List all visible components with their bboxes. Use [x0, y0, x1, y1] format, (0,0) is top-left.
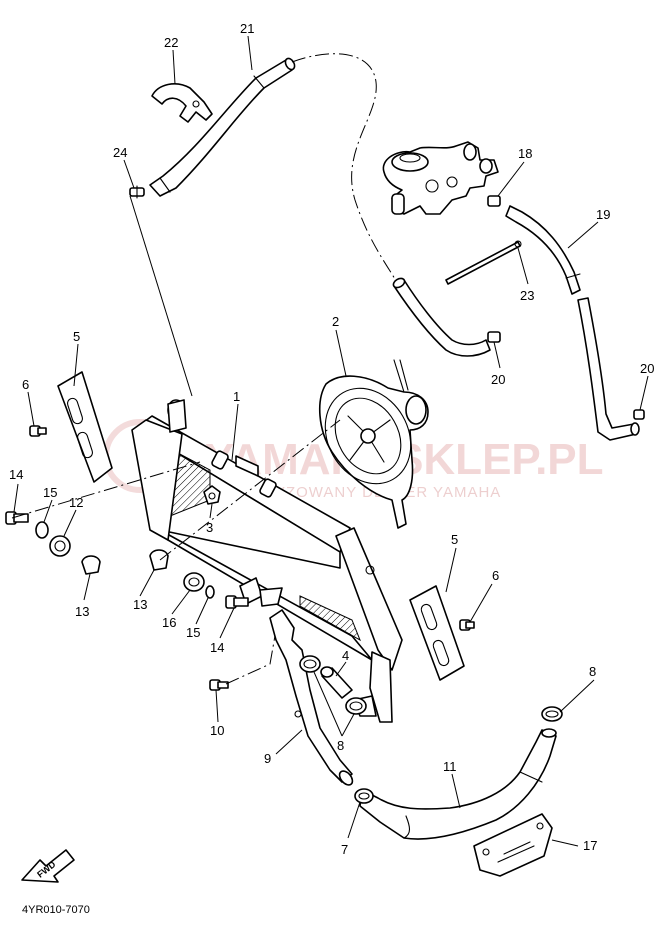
callouts: 22 21 24 18 19 23 2 20 20 5 6 1 14 15 12… — [9, 21, 654, 857]
washer-15-bottom — [205, 585, 215, 599]
callout-21: 21 — [240, 21, 254, 36]
callout-3: 3 — [206, 520, 213, 535]
callout-4: 4 — [342, 648, 349, 663]
callout-6-right: 6 — [492, 568, 499, 583]
clip-18 — [487, 195, 501, 207]
thermostat-housing — [382, 141, 499, 215]
collar-13-left — [81, 555, 101, 575]
bolt-6-left — [29, 425, 47, 437]
collar-13-bottom — [149, 549, 169, 571]
callout-8-right: 8 — [589, 664, 596, 679]
mount-line-10 — [225, 629, 277, 685]
callout-13-left: 13 — [75, 604, 89, 619]
callout-14-left: 14 — [9, 467, 23, 482]
clamp-8-lower — [345, 697, 367, 715]
mount-line-bottom — [159, 419, 341, 561]
hose-21 — [149, 57, 296, 197]
fan-assembly — [318, 359, 429, 529]
clamp-7 — [354, 788, 374, 804]
callout-17: 17 — [583, 838, 597, 853]
callout-15-left: 15 — [43, 485, 57, 500]
guard-17 — [473, 813, 553, 877]
callout-19: 19 — [596, 207, 610, 222]
leader-lines — [13, 35, 649, 847]
hose-11 — [359, 728, 557, 840]
radiator — [131, 399, 403, 723]
mount-line-left — [11, 461, 201, 519]
clamp-22 — [151, 83, 213, 123]
grommet-12 — [49, 535, 71, 557]
side-cover-5-left — [57, 371, 113, 483]
callout-22: 22 — [164, 35, 178, 50]
callout-13-bottom: 13 — [133, 597, 147, 612]
side-cover-5-right — [409, 585, 465, 681]
clamp-8-right — [541, 706, 563, 722]
callout-5-left: 5 — [73, 329, 80, 344]
callout-15-bottom: 15 — [186, 625, 200, 640]
callout-9: 9 — [264, 751, 271, 766]
diagram-code: 4YR010-7070 — [22, 904, 90, 916]
clip-24 — [129, 185, 145, 199]
hose-19 — [505, 205, 640, 441]
clip-20a — [487, 331, 501, 343]
callout-6-left: 6 — [22, 377, 29, 392]
callout-14-bottom: 14 — [210, 640, 224, 655]
callout-2: 2 — [332, 314, 339, 329]
clip-20b — [633, 409, 645, 420]
callout-20-upper: 20 — [491, 372, 505, 387]
hose-9 — [269, 609, 354, 786]
callout-23: 23 — [520, 288, 534, 303]
bolt-6-right — [459, 619, 475, 631]
callout-8-lower: 8 — [337, 738, 344, 753]
fwd-arrow: FWD — [21, 849, 75, 883]
callout-5-right: 5 — [451, 532, 458, 547]
bolt-14-bottom — [225, 595, 249, 609]
callout-11: 11 — [443, 759, 457, 774]
hose-short-20 — [392, 277, 491, 357]
callout-12: 12 — [69, 495, 83, 510]
callout-7: 7 — [341, 842, 348, 857]
callout-1: 1 — [233, 389, 240, 404]
hose-route-line — [291, 53, 399, 285]
callout-10: 10 — [210, 723, 224, 738]
tie-wrap-23 — [445, 240, 522, 285]
callout-16: 16 — [162, 615, 176, 630]
bolt-10 — [209, 679, 229, 691]
joint-pipe-4 — [320, 666, 353, 699]
grommet-16 — [183, 572, 205, 592]
callout-20-right: 20 — [640, 361, 654, 376]
clamp-8-upper — [299, 655, 321, 673]
washer-15-left — [35, 521, 49, 539]
callout-18: 18 — [518, 146, 532, 161]
bolt-14-left — [5, 511, 29, 525]
nut-3 — [203, 485, 221, 505]
callout-24: 24 — [113, 145, 127, 160]
